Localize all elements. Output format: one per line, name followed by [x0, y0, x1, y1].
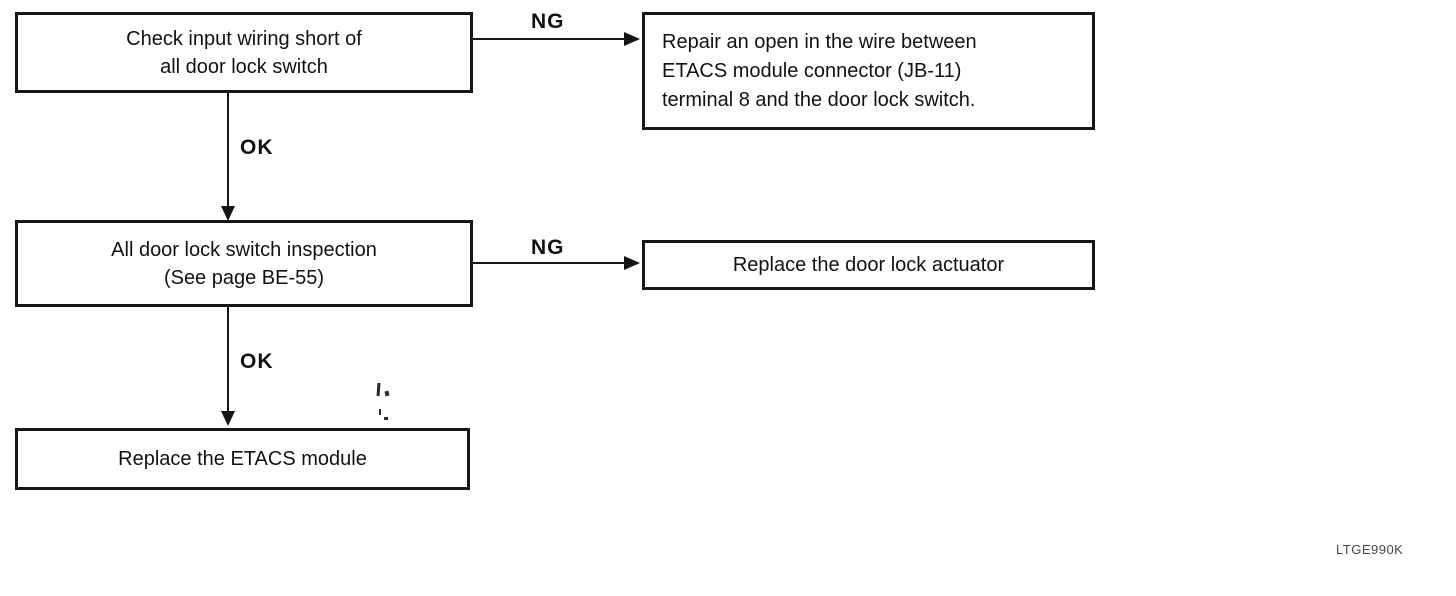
arrowhead-right-icon — [624, 32, 640, 46]
scan-artifact-speck — [376, 382, 381, 397]
scan-artifact-speck — [384, 390, 390, 397]
flow-step-text-line: Check input wiring short of — [126, 27, 362, 50]
scan-artifact-speck — [379, 409, 381, 415]
flow-step-text-line: (See page BE-55) — [163, 266, 325, 289]
flow-result-repair-open-wire: Repair an open in the wire between ETACS… — [642, 12, 1095, 130]
arrowhead-down-icon — [221, 206, 235, 221]
arrow-line-ok-bottom — [227, 307, 229, 413]
arrowhead-down-icon — [221, 411, 235, 426]
flow-step-text-line: terminal 8 and the door lock switch. — [662, 88, 976, 111]
flow-step-text-line: ETACS module connector (JB-11) — [662, 59, 962, 82]
flow-result-replace-door-lock-actuator: Replace the door lock actuator — [642, 240, 1095, 290]
arrow-line-ng-middle — [472, 262, 626, 264]
flow-step-check-input-wiring: Check input wiring short of all door loc… — [15, 12, 473, 93]
flow-result-replace-etacs-module: Replace the ETACS module — [15, 428, 470, 490]
flow-step-text-line: all door lock switch — [160, 55, 328, 78]
flow-step-door-lock-switch-inspection: All door lock switch inspection (See pag… — [15, 220, 473, 307]
arrow-label-ng-top: NG — [531, 10, 565, 33]
flow-step-text-line: Replace the ETACS module — [118, 448, 367, 470]
flow-step-text-line: Replace the door lock actuator — [732, 254, 1005, 276]
figure-reference-code: LTGE990K — [1336, 542, 1404, 557]
arrow-label-ok-bottom: OK — [240, 350, 274, 373]
arrowhead-right-icon — [624, 256, 640, 270]
flow-step-text-line: All door lock switch inspection — [111, 238, 377, 261]
arrow-label-ng-middle: NG — [531, 236, 565, 259]
flow-step-text-line: Repair an open in the wire between — [662, 30, 977, 53]
arrow-label-ok-top: OK — [240, 136, 274, 159]
arrow-line-ng-top — [473, 38, 626, 40]
scan-artifact-speck — [384, 417, 388, 420]
arrow-line-ok-top — [227, 93, 229, 208]
